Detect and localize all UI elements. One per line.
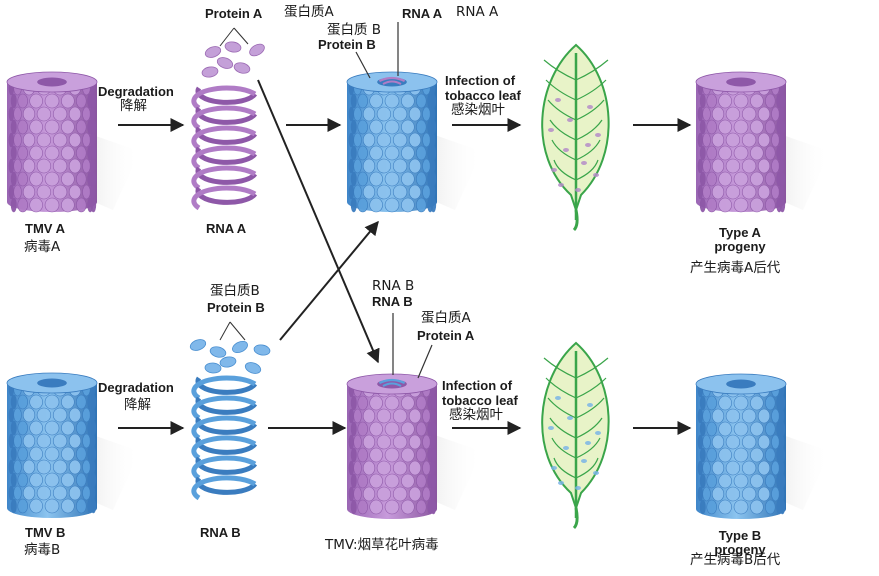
bottom-infection-label-cn: 感染烟叶 (449, 407, 503, 423)
tmv-a-cylinder (6, 71, 98, 213)
tobacco-leaf-bottom (541, 341, 610, 530)
protein-a-subunits (201, 41, 265, 78)
rna-a-coil (191, 85, 258, 211)
top-infection-line2: tobacco leaf (445, 88, 521, 103)
bottom-hybrid-protein-label-cn: 蛋白质A (421, 310, 471, 326)
pointer-protein-b-1 (219, 321, 231, 341)
pointer-bottom-protein (417, 344, 433, 379)
bottom-hybrid-rna-label: RNA B (372, 294, 413, 309)
top-protein-label: Protein A (205, 6, 263, 21)
bottom-hybrid-rna-label-cn: RNA B (372, 278, 415, 294)
bottom-progeny-line2: progeny (714, 542, 766, 557)
top-infection-line1: Infection of (445, 73, 516, 88)
pointer-protein-a-1 (219, 27, 235, 47)
top-degradation-label: Degradation (98, 84, 174, 99)
bottom-rna-label: RNA B (200, 525, 241, 540)
top-hybrid-rna-label-cn: RNA A (456, 4, 499, 20)
arrow-rna-a-cross (257, 79, 380, 364)
bottom-hybrid-protein-label: Protein A (417, 328, 475, 343)
tmv-b-cylinder (6, 372, 98, 518)
bottom-protein-label-cn: 蛋白质B (210, 283, 260, 299)
pointer-protein-b-2 (229, 321, 246, 341)
top-progeny-label-cn: 产生病毒A后代 (690, 260, 781, 276)
top-protein-label-cn: 蛋白质A (284, 4, 334, 20)
bottom-tmv-label: TMV B (25, 525, 66, 540)
bottom-tmv-label-cn: 病毒B (24, 542, 61, 558)
bottom-infection-line1: Infection of (442, 378, 513, 393)
top-hybrid-protein-label: Protein B (318, 37, 376, 52)
footnote-tmv: TMV:烟草花叶病毒 (325, 537, 439, 553)
pointer-top-protein (355, 51, 371, 79)
bottom-progeny-line1: Type B (718, 528, 762, 543)
top-tmv-label-cn: 病毒A (24, 239, 61, 255)
bottom-progeny-label-cn: 产生病毒B后代 (690, 552, 781, 568)
top-degradation-label-cn: 降解 (120, 98, 147, 114)
bottom-degradation-label-cn: 降解 (124, 397, 151, 413)
hybrid-bottom-cylinder (346, 373, 438, 519)
protein-b-subunits (189, 339, 271, 374)
tobacco-leaf-top (541, 43, 610, 232)
bottom-degradation-label: Degradation (98, 380, 174, 395)
progeny-a-cylinder (695, 71, 787, 213)
top-infection-label-cn: 感染烟叶 (451, 102, 505, 118)
top-rna-label: RNA A (206, 221, 247, 236)
bottom-infection-line2: tobacco leaf (442, 393, 518, 408)
top-progeny-line1: Type A (719, 225, 761, 240)
top-hybrid-protein-label-cn: 蛋白质 B (327, 22, 382, 38)
bottom-protein-label: Protein B (207, 300, 265, 315)
top-hybrid-rna-label: RNA A (402, 6, 443, 21)
hybrid-top-cylinder (346, 71, 438, 213)
rna-b-coil (191, 375, 258, 501)
top-tmv-label: TMV A (25, 221, 65, 236)
top-progeny-line2: progeny (714, 239, 766, 254)
arrow-protein-b-cross (279, 220, 379, 341)
pointer-protein-a-2 (233, 27, 249, 45)
progeny-b-cylinder (695, 373, 787, 519)
